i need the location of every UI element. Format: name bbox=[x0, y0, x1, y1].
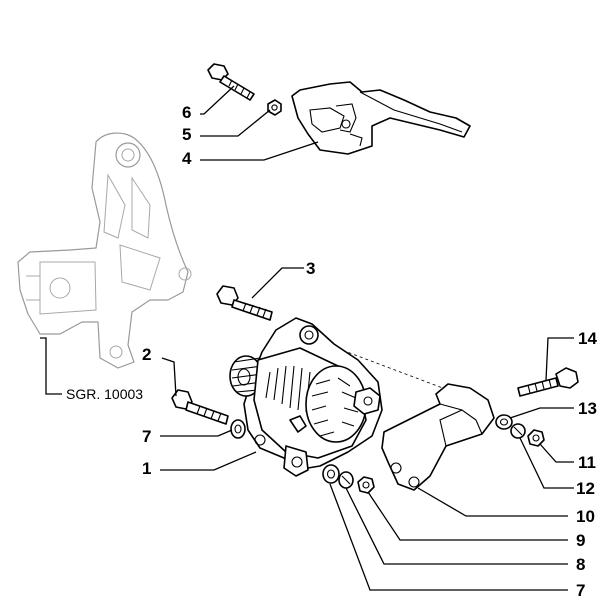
upper-bracket-part4 bbox=[291, 81, 471, 155]
callout-1: 1 bbox=[142, 459, 151, 478]
callout-12: 12 bbox=[576, 479, 595, 498]
callout-11: 11 bbox=[578, 453, 596, 472]
washer-part13 bbox=[495, 414, 513, 430]
reference-label: SGR. 10003 bbox=[66, 386, 143, 402]
nut-part9 bbox=[357, 476, 375, 494]
callout-4: 4 bbox=[182, 149, 192, 168]
washer-part7-left bbox=[230, 419, 246, 439]
engine-support-bracket-ghost bbox=[17, 132, 192, 369]
callout-5: 5 bbox=[182, 125, 191, 144]
callout-8: 8 bbox=[576, 555, 585, 574]
callout-7-bottom: 7 bbox=[576, 581, 585, 598]
callout-labels: 6 5 4 3 2 7 1 14 13 11 12 10 9 8 7 SGR. … bbox=[66, 103, 597, 598]
bolt-part3 bbox=[216, 285, 273, 321]
callout-13: 13 bbox=[578, 399, 597, 418]
bolt-part14 bbox=[517, 367, 579, 397]
nut-part11 bbox=[527, 429, 545, 447]
callout-7-left: 7 bbox=[142, 427, 151, 446]
callout-3: 3 bbox=[306, 259, 315, 278]
bolt-part6 bbox=[207, 63, 255, 101]
washer-part7-lower bbox=[322, 464, 340, 484]
leader-lines bbox=[40, 85, 574, 591]
bracket-part10 bbox=[381, 383, 495, 491]
callout-9: 9 bbox=[576, 531, 585, 550]
lock-washer-part12 bbox=[510, 423, 526, 439]
bolt-part2 bbox=[171, 389, 229, 425]
lock-washer-part8 bbox=[338, 471, 354, 489]
alternator-part1 bbox=[229, 317, 449, 477]
callout-6: 6 bbox=[182, 103, 191, 122]
callout-2: 2 bbox=[142, 345, 151, 364]
callout-14: 14 bbox=[578, 329, 597, 348]
nut-part5 bbox=[267, 99, 282, 116]
callout-10: 10 bbox=[576, 507, 595, 526]
